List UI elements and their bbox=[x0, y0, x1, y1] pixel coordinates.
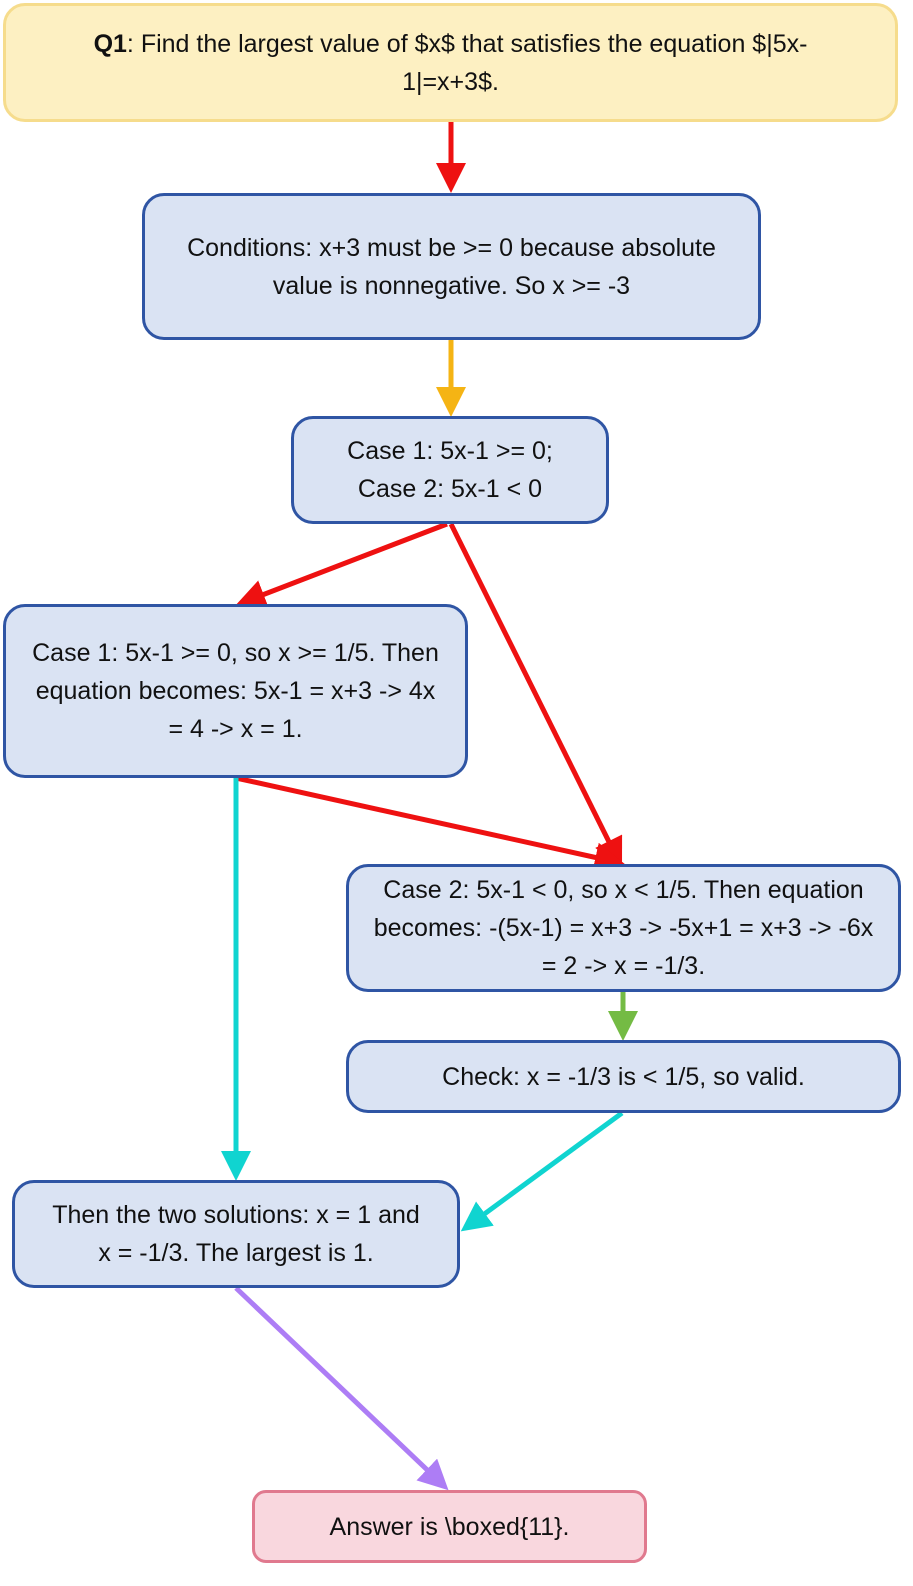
cases-line-1: Case 1: 5x-1 >= 0; bbox=[347, 437, 553, 465]
edge-check-to-solutions bbox=[460, 1110, 624, 1232]
edge-cases-to-case1 bbox=[235, 521, 448, 609]
case2-box: Case 2: 5x-1 < 0, so x < 1/5. Then equat… bbox=[346, 864, 901, 992]
question-text: Q1: Find the largest value of $x$ that s… bbox=[66, 25, 835, 101]
question-body: : Find the largest value of $x$ that sat… bbox=[126, 29, 808, 96]
case1-box: Case 1: 5x-1 >= 0, so x >= 1/5. Then equ… bbox=[3, 604, 468, 778]
case1-text: Case 1: 5x-1 >= 0, so x >= 1/5. Then equ… bbox=[32, 639, 439, 743]
cases-line-2: Case 2: 5x-1 < 0 bbox=[357, 475, 543, 503]
edge-case1-to-case2 bbox=[235, 775, 625, 873]
cases-text: Case 1: 5x-1 >= 0; Case 2: 5x-1 < 0 bbox=[347, 432, 553, 508]
check-text: Check: x = -1/3 is < 1/5, so valid. bbox=[442, 1062, 805, 1091]
edge-solutions-to-answer bbox=[234, 1286, 449, 1491]
answer-box: Answer is \boxed{11}. bbox=[252, 1490, 647, 1563]
solutions-box: Then the two solutions: x = 1 and x = -1… bbox=[12, 1180, 460, 1288]
answer-text: Answer is \boxed{11}. bbox=[329, 1512, 570, 1541]
question-box: Q1: Find the largest value of $x$ that s… bbox=[3, 3, 898, 122]
solutions-text: Then the two solutions: x = 1 and x = -1… bbox=[52, 1201, 420, 1267]
check-box: Check: x = -1/3 is < 1/5, so valid. bbox=[346, 1040, 901, 1113]
edge-cases-to-case2 bbox=[448, 522, 623, 869]
conditions-text: Conditions: x+3 must be >= 0 because abs… bbox=[187, 233, 716, 300]
conditions-box: Conditions: x+3 must be >= 0 because abs… bbox=[142, 193, 761, 340]
cases-box: Case 1: 5x-1 >= 0; Case 2: 5x-1 < 0 bbox=[291, 416, 609, 524]
case2-text: Case 2: 5x-1 < 0, so x < 1/5. Then equat… bbox=[373, 876, 874, 980]
question-label: Q1 bbox=[93, 29, 127, 58]
